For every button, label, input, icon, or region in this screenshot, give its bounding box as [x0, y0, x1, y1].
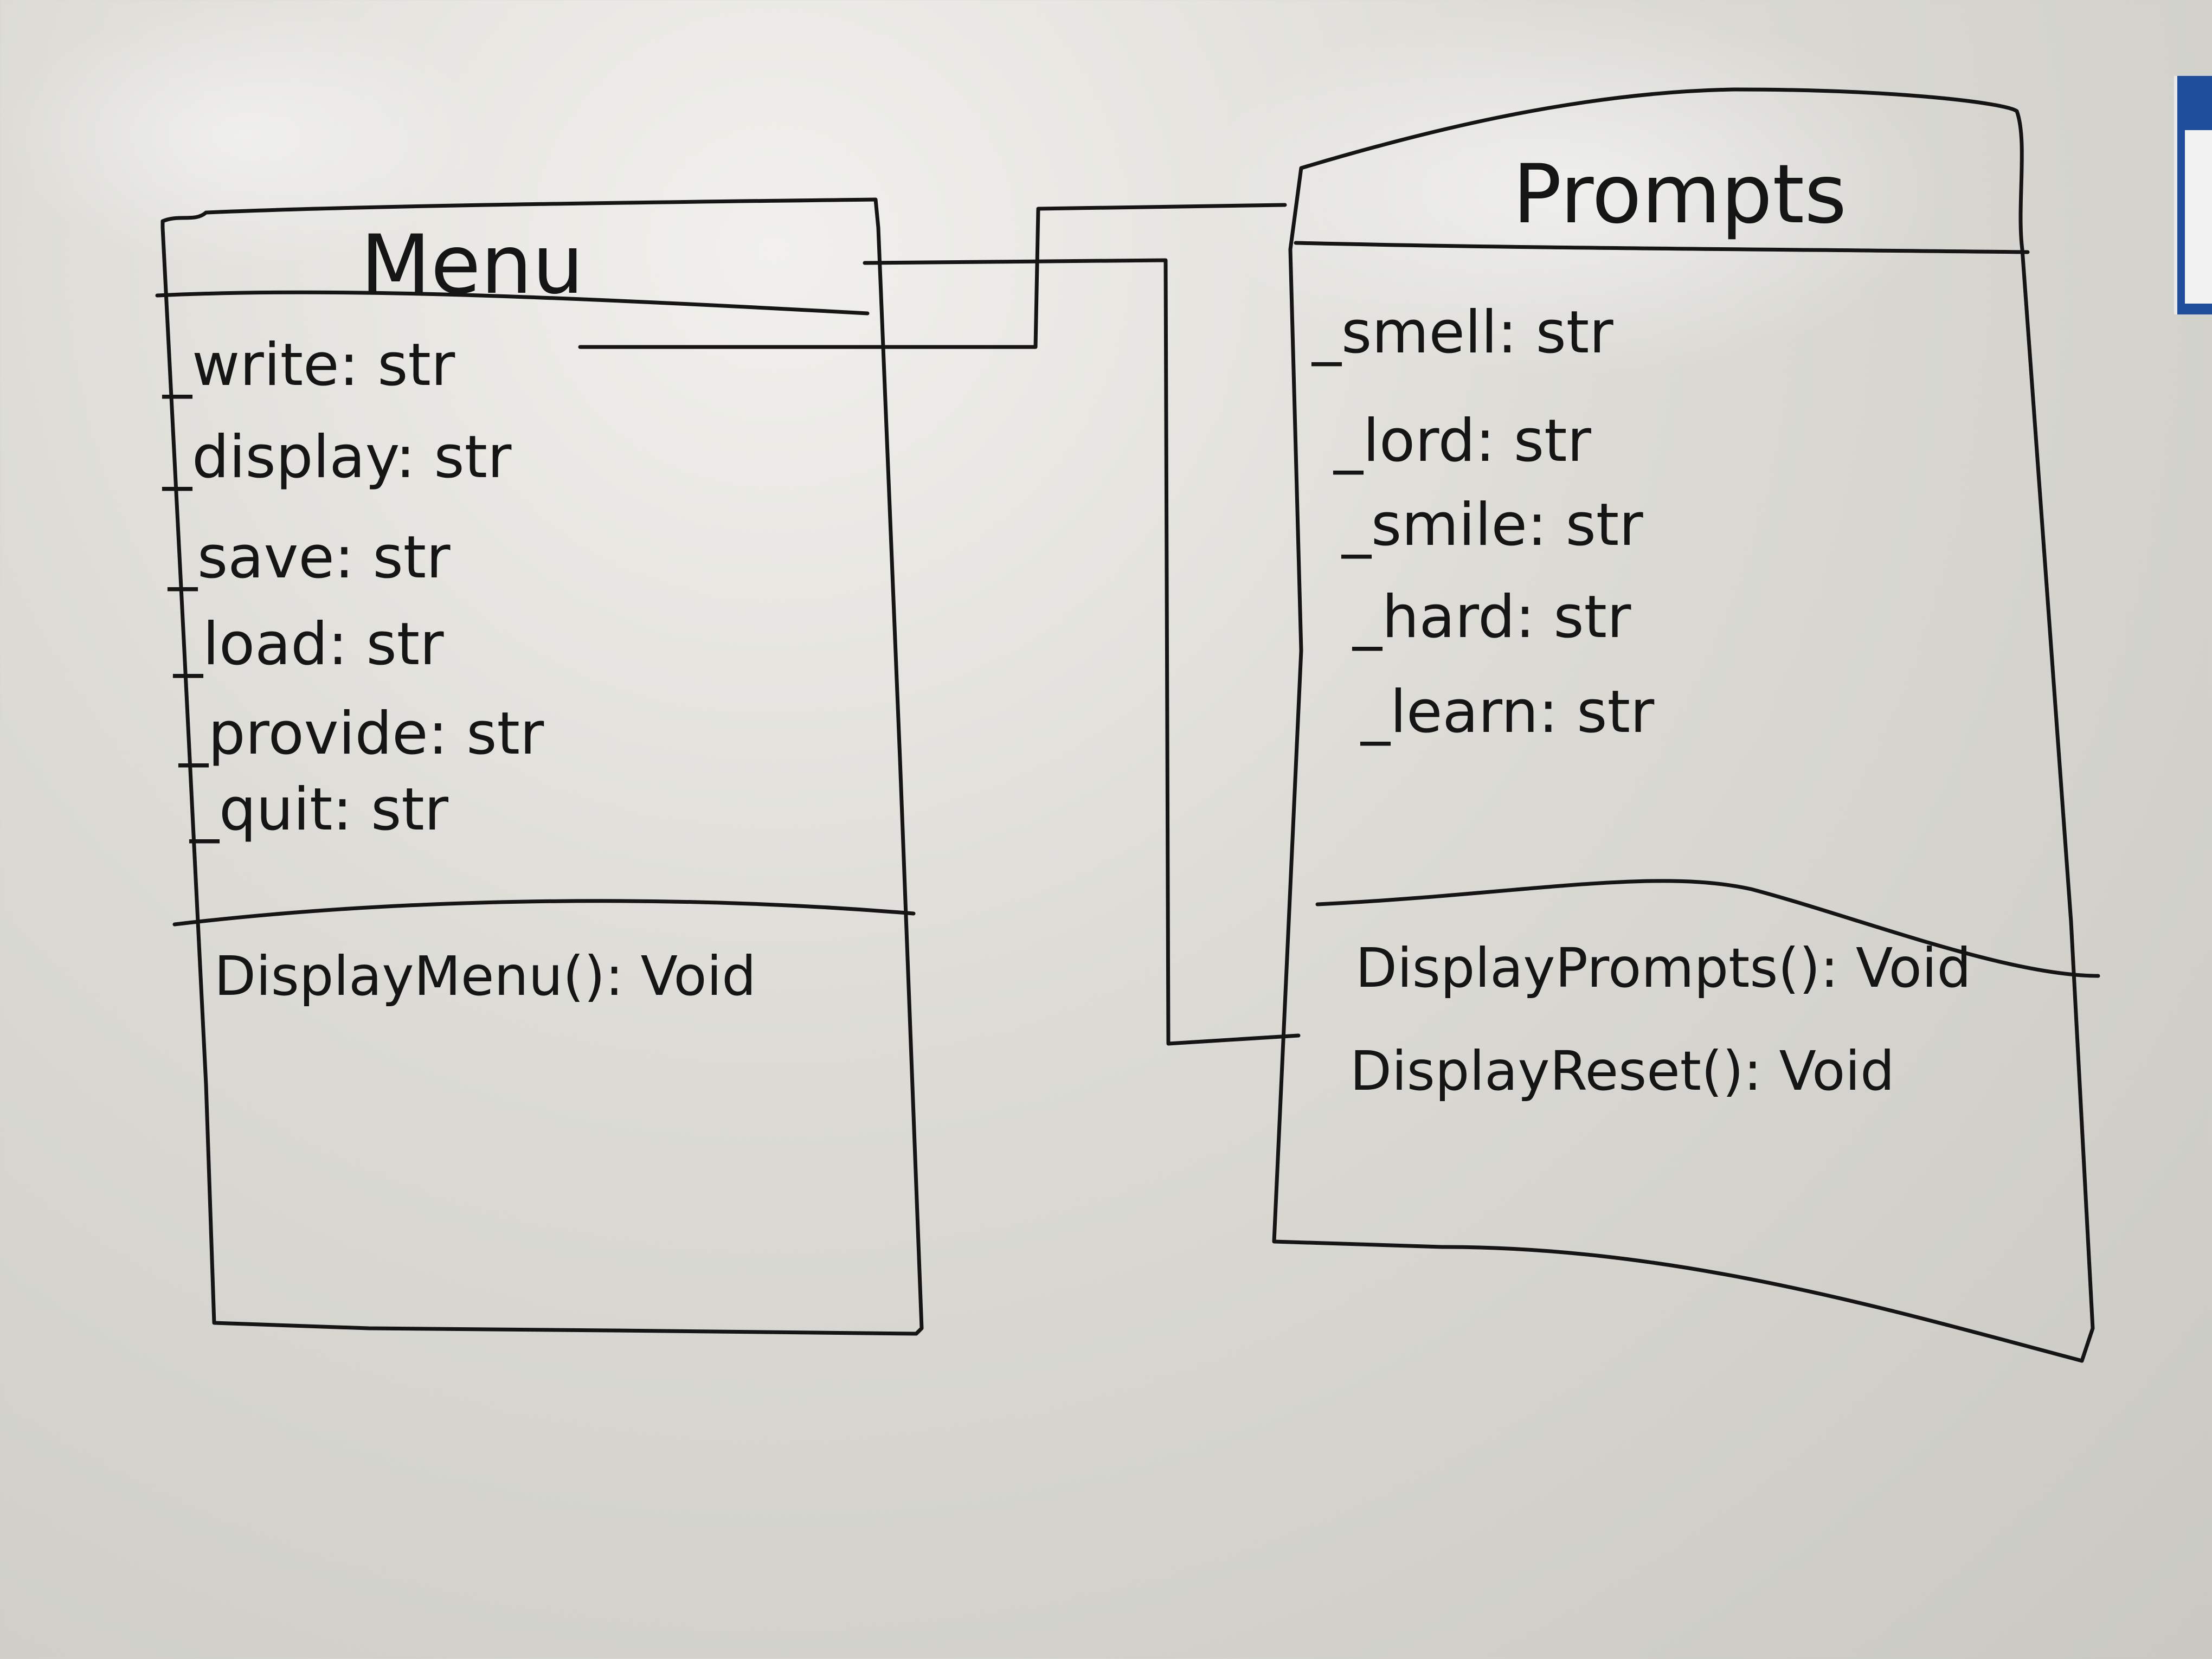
menu-method: DisplayMenu(): Void — [214, 944, 756, 1008]
connector-upper — [578, 203, 1287, 349]
menu-class-name: Menu — [361, 218, 584, 312]
menu-header-divider — [155, 290, 870, 316]
prompts-attribute: _hard: str — [1352, 583, 1631, 651]
prompts-attribute: _smell: str — [1311, 299, 1613, 366]
prompts-attribute: _learn: str — [1360, 678, 1655, 746]
menu-box-outline — [160, 197, 924, 1336]
menu-attribute: _load: str — [172, 610, 444, 678]
prompts-method: DisplayReset(): Void — [1350, 1039, 1895, 1103]
menu-attrs-divider — [172, 899, 916, 927]
menu-attribute: _write: str — [162, 331, 455, 399]
prompts-class-name: Prompts — [1513, 147, 1847, 242]
class-box-prompts — [1272, 87, 2100, 1363]
prompts-box-outline — [1272, 87, 2095, 1363]
class-box-menu — [155, 197, 924, 1336]
menu-attribute: _save: str — [167, 524, 451, 591]
menu-attribute: _display: str — [162, 423, 512, 491]
connector-lower — [863, 258, 1301, 1046]
prompts-attribute: _smile: str — [1341, 491, 1643, 559]
prompts-attrs-divider — [1315, 879, 2100, 978]
prompts-method: DisplayPrompts(): Void — [1355, 936, 1971, 1000]
association-connectors — [578, 203, 1301, 1046]
pinned-paper-corner — [2174, 76, 2212, 314]
paper-sheet — [2185, 130, 2212, 304]
menu-attribute: _quit: str — [189, 776, 449, 844]
menu-attribute: _provide: str — [178, 700, 544, 768]
prompts-attribute: _lord: str — [1333, 407, 1591, 475]
prompts-header-divider — [1294, 241, 2030, 254]
